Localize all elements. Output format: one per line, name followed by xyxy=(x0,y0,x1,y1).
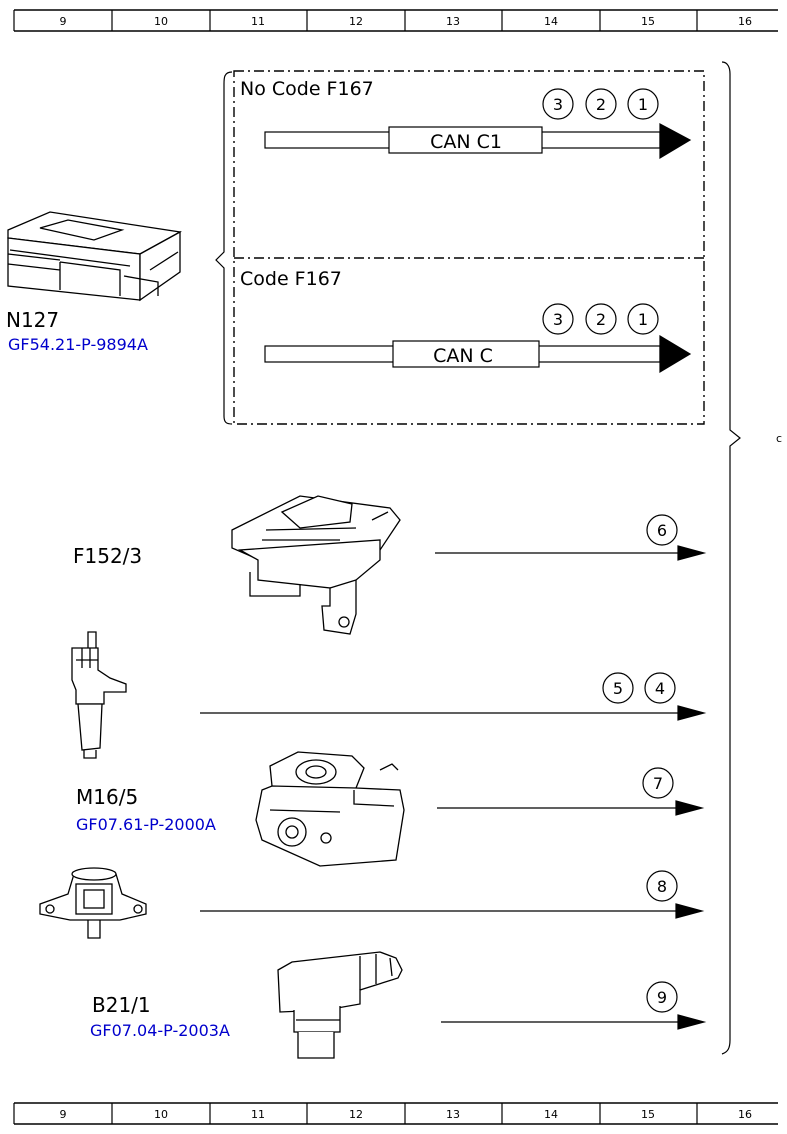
can-c-bus xyxy=(264,334,692,374)
speed-sensor-drawing xyxy=(71,631,127,759)
variant-brace xyxy=(215,71,233,425)
f152-module-drawing xyxy=(231,495,401,635)
bus-label-can-c: CAN C xyxy=(433,345,493,367)
ruler-col-12: 12 xyxy=(349,15,363,28)
m16-signal-arrow xyxy=(437,767,705,816)
b21-sensor-drawing xyxy=(277,951,403,1059)
sensor-mid-signal-arrow xyxy=(200,870,705,919)
variant-box xyxy=(233,70,705,425)
m16-label: M16/5 xyxy=(76,785,138,809)
bottom-ruler-col-9: 9 xyxy=(60,1108,67,1121)
n127-ref-link[interactable]: GF54.21-P-9894A xyxy=(8,335,148,354)
callout-2-b: 2 xyxy=(596,310,606,329)
callouts-no-code xyxy=(542,88,659,120)
group-title-code: Code F167 xyxy=(240,268,342,290)
bottom-ruler-col-10: 10 xyxy=(154,1108,168,1121)
pressure-sensor-drawing xyxy=(39,867,147,939)
b21-ref-link[interactable]: GF07.04-P-2003A xyxy=(90,1021,230,1040)
b21-signal-arrow xyxy=(441,981,707,1030)
callout-9: 9 xyxy=(657,988,667,1007)
right-brace xyxy=(721,61,741,1055)
f152-label: F152/3 xyxy=(73,544,142,568)
ruler-col-13: 13 xyxy=(446,15,460,28)
b21-label: B21/1 xyxy=(92,993,151,1017)
ruler-col-11: 11 xyxy=(251,15,265,28)
ruler-col-16: 16 xyxy=(738,15,752,28)
ruler-col-9: 9 xyxy=(60,15,67,28)
bottom-ruler-col-14: 14 xyxy=(544,1108,558,1121)
bus-label-can-c1: CAN C1 xyxy=(430,131,502,153)
sensor-top-signal-arrow xyxy=(200,672,707,721)
callout-6: 6 xyxy=(657,521,667,540)
n127-control-unit-drawing xyxy=(7,211,182,302)
bottom-ruler-col-13: 13 xyxy=(446,1108,460,1121)
bottom-ruler-col-15: 15 xyxy=(641,1108,655,1121)
top-ruler: 9 10 11 12 13 14 15 16 xyxy=(13,9,778,32)
group-title-no-code: No Code F167 xyxy=(240,78,374,100)
callout-8: 8 xyxy=(657,877,667,896)
callout-1-b: 1 xyxy=(638,310,648,329)
f152-signal-arrow xyxy=(435,514,707,561)
callout-3-b: 3 xyxy=(553,310,563,329)
m16-ref-link[interactable]: GF07.61-P-2000A xyxy=(76,815,216,834)
can-c1-bus xyxy=(264,123,692,160)
callout-2-a: 2 xyxy=(596,95,606,114)
ruler-col-10: 10 xyxy=(154,15,168,28)
callout-3-a: 3 xyxy=(553,95,563,114)
bottom-ruler-col-16: 16 xyxy=(738,1108,752,1121)
callout-4: 4 xyxy=(655,679,665,698)
callout-7: 7 xyxy=(653,774,663,793)
callout-1-a: 1 xyxy=(638,95,648,114)
n127-label: N127 xyxy=(6,308,59,332)
ruler-col-15: 15 xyxy=(641,15,655,28)
bottom-ruler: 9 10 11 12 13 14 15 16 xyxy=(13,1102,778,1125)
callout-5: 5 xyxy=(613,679,623,698)
callouts-code xyxy=(542,303,659,335)
bottom-ruler-col-11: 11 xyxy=(251,1108,265,1121)
m16-throttle-drawing xyxy=(255,751,405,867)
bottom-ruler-col-12: 12 xyxy=(349,1108,363,1121)
brace-tick-mark: c xyxy=(776,432,782,445)
ruler-col-14: 14 xyxy=(544,15,558,28)
